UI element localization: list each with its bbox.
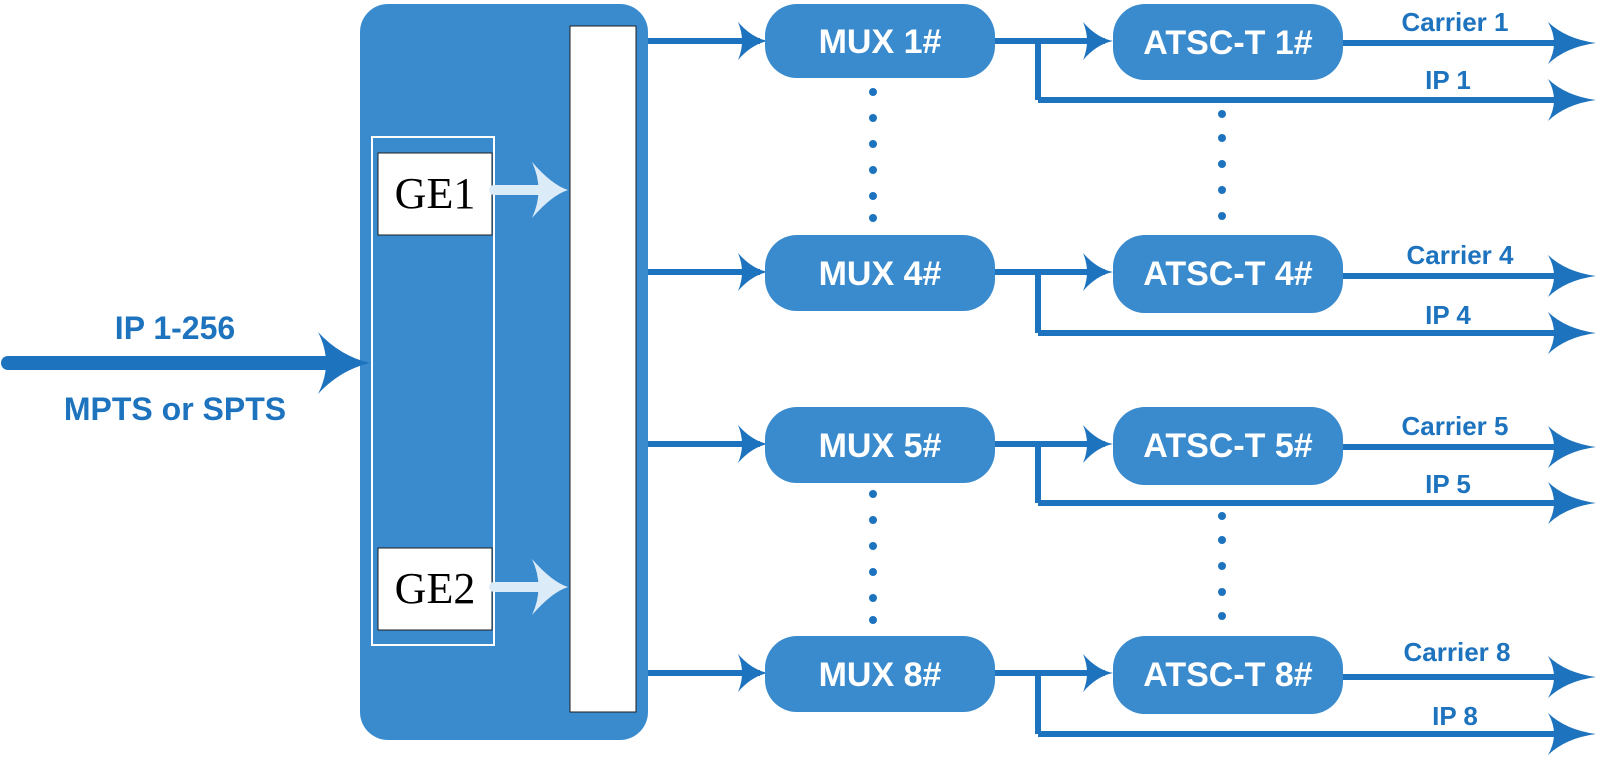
carrier-label: Carrier 1: [1402, 7, 1509, 37]
atsc-label: ATSC-T 5#: [1143, 427, 1312, 465]
atsc-label: ATSC-T 1#: [1143, 24, 1312, 62]
ge2-internal-arrow: [489, 559, 568, 615]
mux-label: MUX 4#: [819, 255, 942, 293]
ip-label: IP 4: [1425, 300, 1471, 330]
mux-box: [765, 4, 995, 78]
carrier-label: Carrier 5: [1402, 411, 1509, 441]
atsc-box: [1113, 407, 1343, 485]
row-1: MUX 1# ATSC-T 1# Carrier 1 IP 1: [648, 4, 1596, 121]
atsc-dots-lower: [1218, 512, 1226, 620]
row-8: MUX 8# ATSC-T 8# Carrier 8 IP 8: [648, 636, 1596, 755]
ip-label: IP 1: [1425, 65, 1471, 95]
ip-label: IP 8: [1432, 701, 1478, 731]
ge1-internal-arrow: [489, 162, 568, 218]
mux-dots-lower: [869, 490, 877, 624]
mux-label: MUX 1#: [819, 23, 942, 61]
mux-box: [765, 636, 995, 712]
mux-box: [765, 235, 995, 311]
atsc-label: ATSC-T 4#: [1143, 255, 1312, 293]
row-4: MUX 4# ATSC-T 4# Carrier 4 IP 4: [648, 235, 1596, 354]
atsc-box: [1113, 4, 1343, 80]
carrier-label: Carrier 8: [1404, 637, 1511, 667]
carrier-label: Carrier 4: [1407, 240, 1514, 270]
switch-bar: [569, 25, 637, 713]
port-ge1: [377, 152, 493, 236]
atsc-box: [1113, 636, 1343, 714]
atsc-label: ATSC-T 8#: [1143, 656, 1312, 694]
port-group-outline: [371, 136, 495, 646]
mux-box: [765, 407, 995, 483]
port-ge2-label: GE2: [395, 564, 476, 613]
input-label-top: IP 1-256: [115, 310, 235, 346]
atsc-dots-upper: [1218, 110, 1226, 220]
input-arrow: [1, 332, 370, 394]
input-label-bottom: MPTS or SPTS: [64, 391, 286, 427]
port-ge2: [377, 547, 493, 631]
atsc-box: [1113, 235, 1343, 313]
mux-label: MUX 8#: [819, 656, 942, 694]
mux-dots-upper: [869, 88, 877, 222]
row-5: MUX 5# ATSC-T 5# Carrier 5 IP 5: [648, 407, 1596, 524]
ip-label: IP 5: [1425, 469, 1471, 499]
port-ge1-label: GE1: [395, 169, 476, 218]
mux-label: MUX 5#: [819, 427, 942, 465]
